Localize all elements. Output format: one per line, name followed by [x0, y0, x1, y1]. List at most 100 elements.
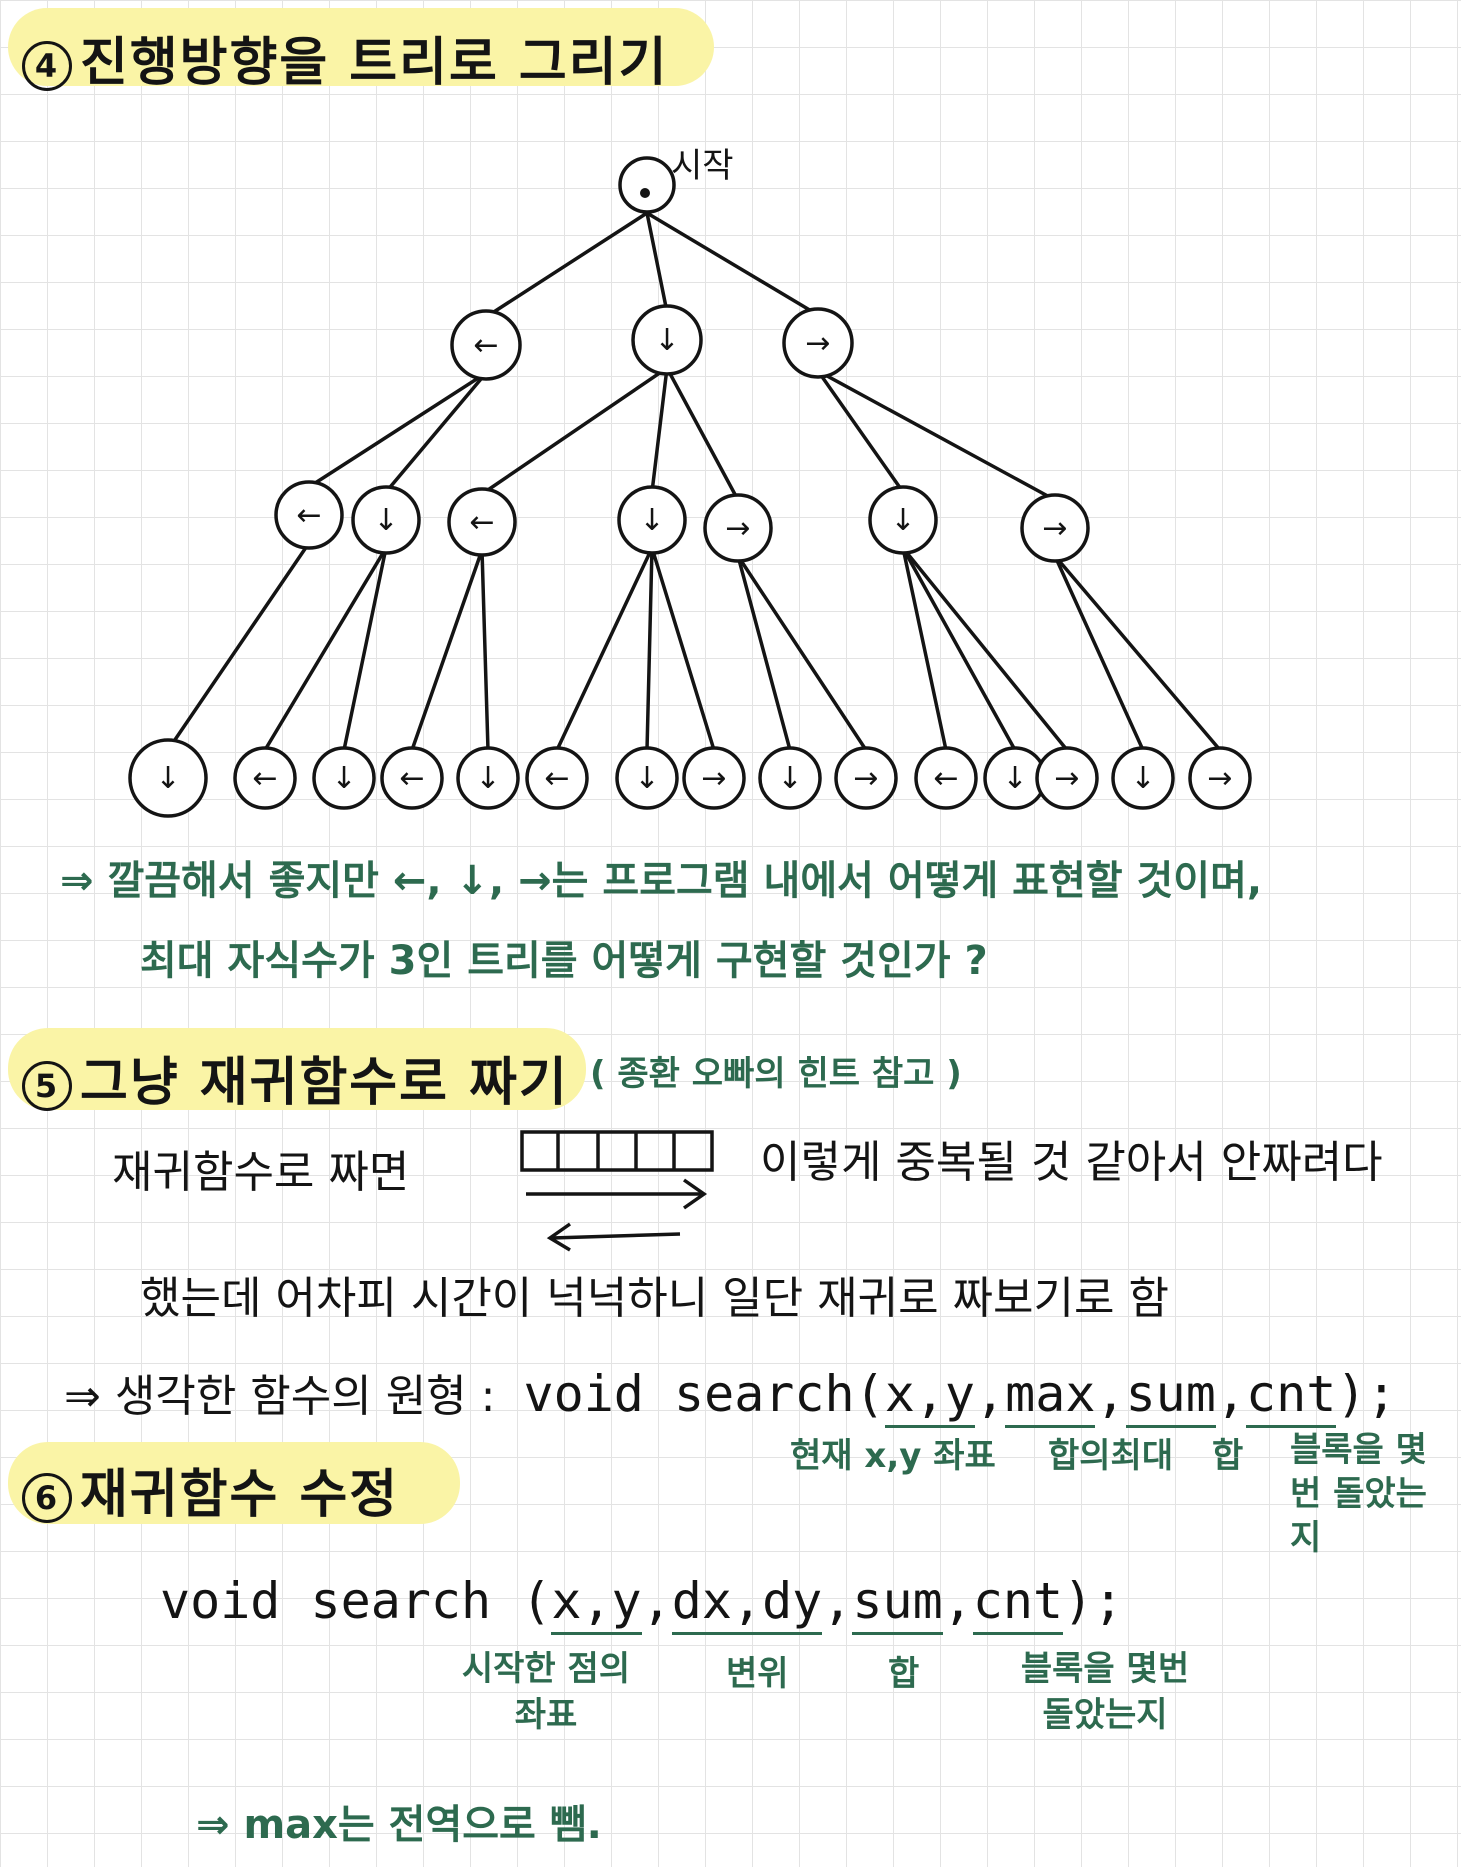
section6-final-note: ⇒ max는 전역으로 뺌. [196, 1802, 602, 1848]
svg-text:→: → [725, 511, 750, 546]
svg-text:←: ← [469, 505, 494, 540]
code-param-dxdy: dx,dy [671, 1572, 823, 1635]
tree-edge-l3-10 [901, 546, 948, 752]
tree-l2-node-5: ↓ [868, 485, 938, 555]
svg-text:→: → [1054, 761, 1079, 796]
tree-edge-l3-14 [1053, 554, 1222, 752]
code-param-sum: sum [852, 1572, 943, 1635]
section4-title: 진행방향을 트리로 그리기 [80, 33, 669, 93]
tree-l2-node-4: → [703, 493, 773, 563]
tree-l3-node-4: ↓ [456, 746, 520, 810]
svg-text:↓: ↓ [777, 761, 802, 796]
svg-text:↓: ↓ [639, 503, 664, 538]
svg-text:→: → [1042, 511, 1067, 546]
tree-l3-node-9: → [834, 746, 898, 810]
tree-l3-node-2: ↓ [312, 746, 376, 810]
svg-text:→: → [805, 326, 830, 361]
svg-text:→: → [701, 761, 726, 796]
tree-l1-node-0: ← [450, 309, 522, 381]
tree-root-label: 시작 [671, 146, 734, 186]
tree-edge-root-2 [645, 211, 820, 317]
svg-text:→: → [1207, 761, 1232, 796]
svg-text:↓: ↓ [1002, 761, 1027, 796]
svg-text:↓: ↓ [155, 761, 180, 796]
tree-l1-node-1: ↓ [631, 304, 703, 376]
tree-edge-l2-3 [650, 366, 669, 494]
svg-text:↓: ↓ [475, 761, 500, 796]
tree-edge-root-0 [484, 211, 649, 319]
tree-edge-l3-1 [263, 546, 388, 752]
tree-edge-l2-2 [480, 366, 669, 496]
tree-l3-node-13: ↓ [1111, 746, 1175, 810]
svg-text:↓: ↓ [890, 503, 915, 538]
section4-note-line2: 최대 자식수가 3인 트리를 어떻게 구현할 것인가 ? [140, 938, 988, 984]
section4-note-line1: ⇒ 깔끔해서 좋지만 ←, ↓, →는 프로그램 내에서 어떻게 표현할 것이며… [60, 858, 1263, 904]
svg-text:←: ← [933, 761, 958, 796]
tree-l2-node-2: ← [447, 487, 517, 557]
highlight-section5 [8, 1028, 586, 1110]
highlight-section4 [8, 8, 714, 86]
section5-number: 5 [22, 1061, 72, 1111]
tree-l2-node-3: ↓ [617, 485, 687, 555]
section6-title: 재귀함수 수정 [80, 1465, 400, 1525]
tree-edge-l3-5 [555, 546, 654, 752]
tree-l2-node-6: → [1020, 493, 1090, 563]
tree-l3-node-7: → [682, 746, 746, 810]
svg-text:↓: ↓ [1130, 761, 1155, 796]
svg-text:↓: ↓ [654, 323, 679, 358]
tree-edge-l3-0 [166, 541, 311, 752]
tree-edge-l3-4 [480, 548, 490, 752]
proto-code: void search( [523, 1365, 885, 1423]
tree-l3-node-1: ← [233, 746, 297, 810]
proto-note-cnt: 블록을 몇번 돌았는지 [1290, 1430, 1427, 1558]
section5-line1-b: 이렇게 중복될 것 같아서 안짜려다 [760, 1137, 1383, 1188]
tree-edge-l2-4 [665, 366, 740, 502]
tree-l1-node-2: → [782, 307, 854, 379]
tree-l3-node-8: ↓ [758, 746, 822, 810]
section5-hint: ( 종환 오빠의 힌트 참고 ) [590, 1054, 962, 1094]
proto-param-sum: sum [1125, 1365, 1216, 1428]
tree-l3-node-14: → [1188, 746, 1252, 810]
svg-text:←: ← [473, 328, 498, 363]
code-note-dxdy: 변위 [726, 1654, 789, 1694]
section6-code: void search (x,y,dx,dy,sum,cnt); [160, 1572, 1124, 1635]
tree-l3-node-3: ← [380, 746, 444, 810]
section5-prototype: ⇒ 생각한 함수의 원형 : void search(x,y,max,sum,c… [64, 1360, 1397, 1428]
section5-line1-a: 재귀함수로 짜면 [112, 1147, 410, 1198]
proto-prefix: ⇒ 생각한 함수의 원형 : [64, 1371, 496, 1422]
proto-param-xy: x,y [884, 1365, 976, 1428]
tree-l2-node-1: ↓ [351, 485, 421, 555]
svg-text:←: ← [296, 498, 321, 533]
code-param-xy: x,y [551, 1572, 642, 1635]
svg-text:↓: ↓ [634, 761, 659, 796]
tree-l3-node-11: ↓ [983, 746, 1047, 810]
proto-note-sum: 합 [1212, 1436, 1244, 1476]
tree-edge-l3-9 [736, 554, 868, 752]
tree-edge-l2-0 [307, 371, 488, 489]
tree-edge-l3-12 [901, 546, 1069, 752]
code-param-cnt: cnt [972, 1572, 1064, 1635]
tree-root-node: 시작 [618, 146, 734, 214]
tree-edge-l3-7 [650, 546, 716, 752]
tree-edge-l3-11 [901, 546, 1017, 752]
svg-text:↓: ↓ [331, 761, 356, 796]
code-note-xy: 시작한 점의 좌표 [461, 1649, 631, 1735]
code-note-sum: 합 [888, 1654, 920, 1694]
section5-title: 그냥 재귀함수로 짜기 [80, 1053, 569, 1113]
tree-edge-l3-6 [645, 546, 654, 752]
svg-text:←: ← [252, 761, 277, 796]
code-end: ); [1063, 1572, 1124, 1630]
proto-note-max: 합의최대 [1048, 1436, 1174, 1476]
tree-edge-l2-5 [816, 369, 905, 494]
svg-text:→: → [853, 761, 878, 796]
tree-l3-node-0: ↓ [128, 738, 208, 818]
tree-edge-root-1 [645, 211, 669, 314]
array-sketch [520, 1130, 714, 1252]
tree-edge-l3-2 [342, 546, 388, 752]
proto-param-cnt: cnt [1245, 1365, 1337, 1428]
highlight-section6 [8, 1442, 460, 1524]
svg-text:←: ← [399, 761, 424, 796]
code-note-cnt: 블록을 몇번 돌았는지 [1020, 1649, 1190, 1735]
